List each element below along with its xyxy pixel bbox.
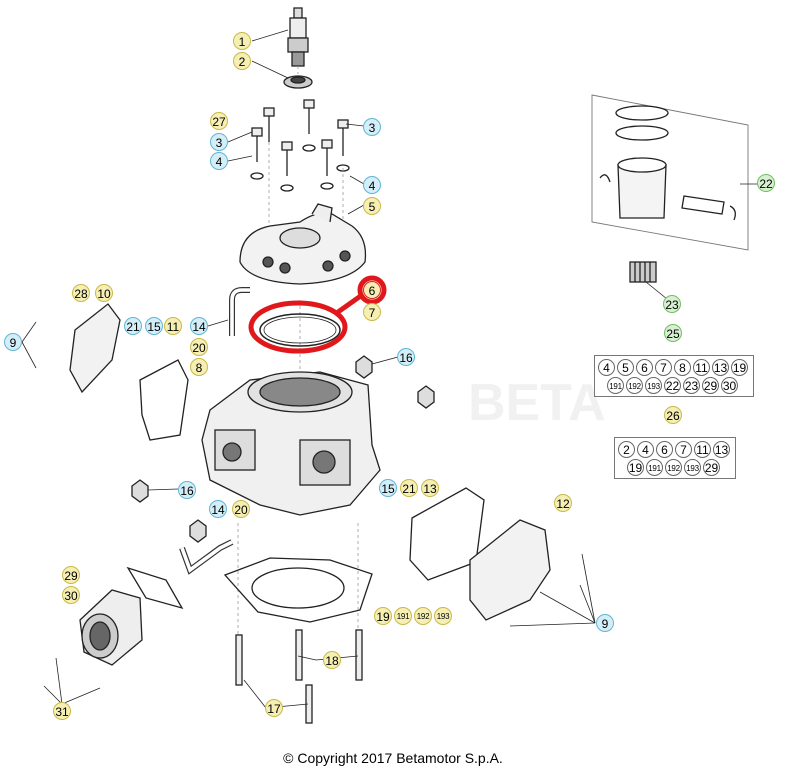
callout-21-left[interactable]: 21 (124, 317, 142, 335)
kit-26-item[interactable]: 29 (703, 459, 720, 476)
kit-26-item[interactable]: 193 (684, 459, 701, 476)
piston-kit-frame (591, 94, 749, 251)
kit-25-item[interactable]: 193 (645, 377, 662, 394)
callout-17[interactable]: 17 (265, 699, 283, 717)
kit-25-item[interactable]: 6 (636, 359, 653, 376)
kit-26-item[interactable]: 192 (665, 459, 682, 476)
kit-25-item[interactable]: 19 (731, 359, 748, 376)
callout-3-left[interactable]: 3 (210, 133, 228, 151)
callout-11[interactable]: 11 (164, 317, 182, 335)
callout-31[interactable]: 31 (53, 702, 71, 720)
kit-25-item[interactable]: 4 (598, 359, 615, 376)
cylinder-studs (235, 629, 363, 724)
callout-22[interactable]: 22 (757, 174, 775, 192)
callout-5[interactable]: 5 (363, 197, 381, 215)
kit-26-item[interactable]: 13 (713, 441, 730, 458)
cylinder (201, 371, 381, 516)
spark-plug-washer (283, 75, 313, 89)
kit-25-row-2: 191 192 193 22 23 29 30 (607, 377, 747, 394)
base-gasket (223, 557, 373, 623)
kit-26-item[interactable]: 4 (637, 441, 654, 458)
kit-25-row-1: 4 5 6 7 8 11 13 19 (597, 359, 753, 376)
kit-25-item[interactable]: 22 (664, 377, 681, 394)
kit-26-item[interactable]: 2 (618, 441, 635, 458)
kit-26-row-1: 2 4 6 7 11 13 (617, 441, 735, 458)
kit-25-item[interactable]: 5 (617, 359, 634, 376)
head-washers (250, 144, 350, 192)
right-cover (469, 519, 551, 621)
kit-25-item[interactable]: 11 (693, 359, 710, 376)
head-gasket (259, 313, 341, 347)
callout-10[interactable]: 10 (95, 284, 113, 302)
callout-20-top[interactable]: 20 (190, 338, 208, 356)
kit-25-item[interactable]: 7 (655, 359, 672, 376)
callout-16-right[interactable]: 16 (397, 348, 415, 366)
spark-plug (287, 7, 309, 67)
callout-21-right[interactable]: 21 (400, 479, 418, 497)
cylinder-head (239, 203, 367, 285)
kit-25-item[interactable]: 13 (712, 359, 729, 376)
kit-26-item[interactable]: 7 (675, 441, 692, 458)
callout-14-bottom[interactable]: 14 (209, 500, 227, 518)
callout-25[interactable]: 25 (664, 324, 682, 342)
kit-25-item[interactable]: 8 (674, 359, 691, 376)
callout-14-top[interactable]: 14 (190, 317, 208, 335)
kit-25-item[interactable]: 23 (683, 377, 700, 394)
kit-26-item[interactable]: 6 (656, 441, 673, 458)
callout-15-right[interactable]: 15 (379, 479, 397, 497)
callout-30[interactable]: 30 (62, 586, 80, 604)
callout-192[interactable]: 192 (414, 607, 432, 625)
callout-26[interactable]: 26 (664, 406, 682, 424)
callout-4-left[interactable]: 4 (210, 152, 228, 170)
callout-1[interactable]: 1 (233, 32, 251, 50)
callout-27[interactable]: 27 (210, 112, 228, 130)
kit-25-item[interactable]: 191 (607, 377, 624, 394)
callout-23[interactable]: 23 (663, 295, 681, 313)
kit-25-contents: 4 5 6 7 8 11 13 19 191 192 193 22 23 29 … (594, 355, 754, 397)
callout-7[interactable]: 7 (363, 303, 381, 321)
kit-26-item[interactable]: 11 (694, 441, 711, 458)
left-cover (69, 303, 121, 394)
kit-26-contents: 2 4 6 7 11 13 19 191 192 193 29 (614, 437, 736, 479)
callout-13[interactable]: 13 (421, 479, 439, 497)
callout-18[interactable]: 18 (323, 651, 341, 669)
needle-bearing (629, 261, 657, 283)
callout-193[interactable]: 193 (434, 607, 452, 625)
head-bolts (251, 99, 349, 176)
callout-191[interactable]: 191 (394, 607, 412, 625)
copyright-text: © Copyright 2017 Betamotor S.p.A. (283, 750, 503, 766)
intake-manifold (79, 566, 184, 666)
callout-6[interactable]: 6 (363, 281, 381, 299)
coolant-hose (229, 287, 250, 336)
callout-8[interactable]: 8 (190, 358, 208, 376)
callout-15-left[interactable]: 15 (145, 317, 163, 335)
callout-9-right[interactable]: 9 (596, 614, 614, 632)
callout-4-right[interactable]: 4 (363, 176, 381, 194)
callout-29[interactable]: 29 (62, 566, 80, 584)
left-gasket (139, 359, 189, 441)
callout-28[interactable]: 28 (72, 284, 90, 302)
nuts (131, 355, 435, 543)
callout-16-left[interactable]: 16 (178, 481, 196, 499)
watermark-text: BETA (468, 374, 606, 432)
callout-12[interactable]: 12 (554, 494, 572, 512)
kit-25-item[interactable]: 192 (626, 377, 643, 394)
kit-25-item[interactable]: 30 (721, 377, 738, 394)
callout-3-right[interactable]: 3 (363, 118, 381, 136)
callout-2[interactable]: 2 (233, 52, 251, 70)
callout-19[interactable]: 19 (374, 607, 392, 625)
kit-26-row-2: 19 191 192 193 29 (627, 459, 727, 476)
kit-26-item[interactable]: 191 (646, 459, 663, 476)
kit-26-item[interactable]: 19 (627, 459, 644, 476)
callout-9-left[interactable]: 9 (4, 333, 22, 351)
kit-25-item[interactable]: 29 (702, 377, 719, 394)
callout-20-bottom[interactable]: 20 (232, 500, 250, 518)
highlight-ring (248, 275, 387, 354)
